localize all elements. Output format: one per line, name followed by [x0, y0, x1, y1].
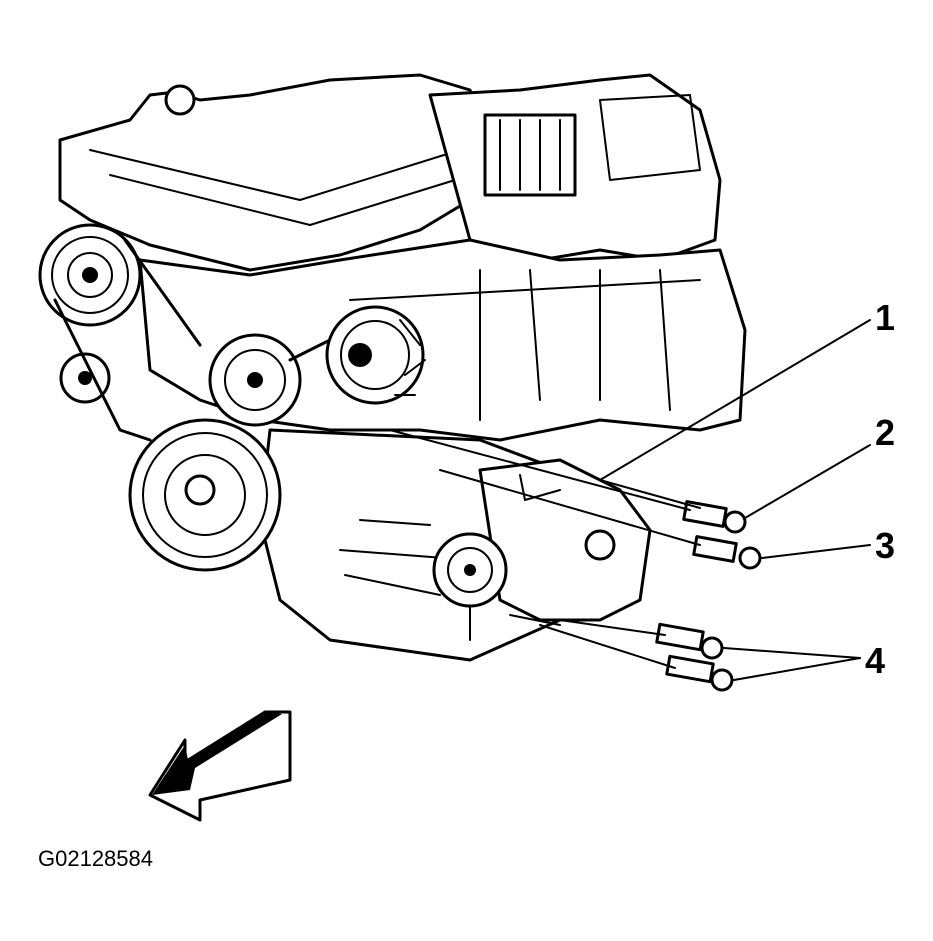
- callout-4: 4: [865, 640, 885, 681]
- leader-lines: [344, 319, 871, 681]
- ac-compressor: [432, 458, 652, 626]
- generator: [325, 305, 426, 405]
- bolt-middle: [692, 535, 762, 570]
- bolt-upper: [682, 500, 747, 534]
- bolt-lower-2: [665, 654, 734, 692]
- water-pump-pulley: [208, 333, 302, 427]
- figure-id: G02128584: [38, 846, 153, 871]
- callout-3: 3: [875, 525, 895, 566]
- idler-pulley: [59, 352, 111, 404]
- callout-2: 2: [875, 412, 895, 453]
- front-direction-arrow-icon: [148, 710, 292, 822]
- bolt-lower-1: [655, 622, 724, 660]
- crankshaft-pulley: [128, 418, 282, 572]
- upper-left-pulley: [38, 223, 142, 327]
- callout-1: 1: [875, 297, 895, 338]
